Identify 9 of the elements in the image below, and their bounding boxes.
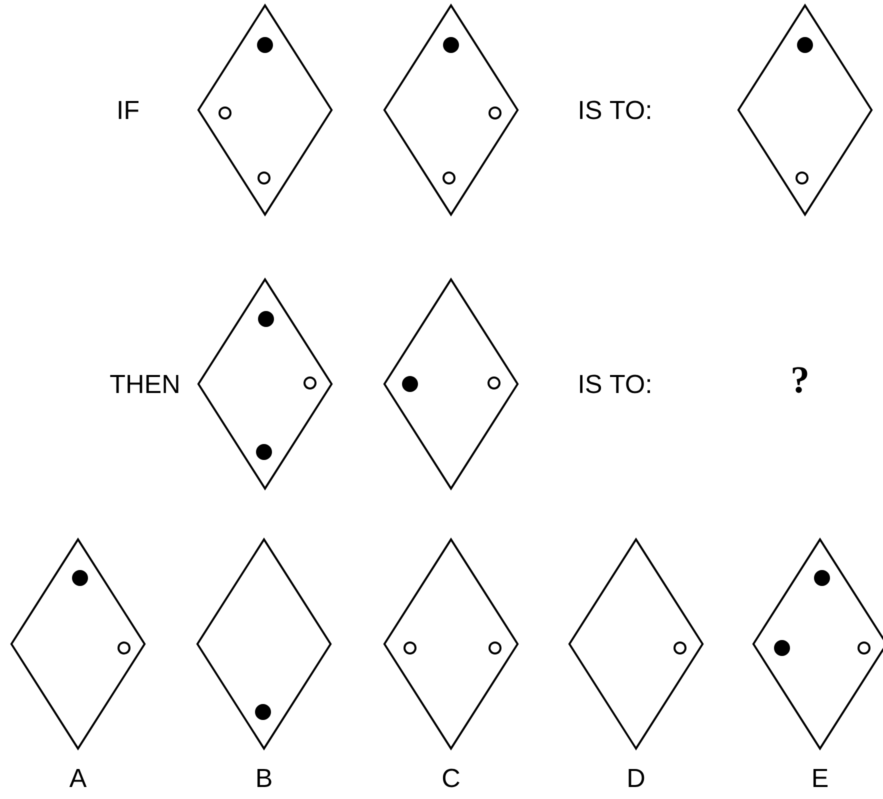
option-letter: C bbox=[442, 768, 460, 788]
option-letter: B bbox=[257, 769, 272, 787]
row-label: IS TO: bbox=[580, 100, 650, 120]
row-label: IS TO: bbox=[580, 374, 650, 394]
option-letter: E bbox=[813, 769, 828, 787]
option-letter: D bbox=[628, 769, 644, 787]
question-mark: ? bbox=[792, 367, 808, 393]
option-letter: A bbox=[69, 769, 87, 787]
row-label: IF bbox=[118, 101, 139, 119]
